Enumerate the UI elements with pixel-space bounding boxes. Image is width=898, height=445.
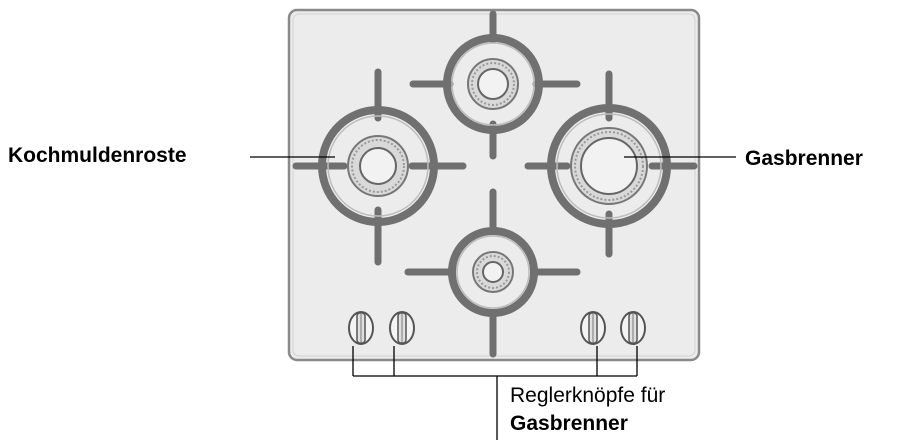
label-knobs-line1: Reglerknöpfe für: [510, 384, 666, 407]
label-gas-burner: Gasbrenner: [745, 147, 863, 170]
control-knob-1: [348, 311, 374, 345]
burner-top: [409, 10, 581, 160]
hob-panel: [287, 8, 701, 362]
knob-bracket: [352, 346, 638, 440]
label-hob-grates: Kochmuldenroste: [8, 144, 187, 167]
label-knobs-line2: Gasbrenner: [510, 412, 628, 435]
control-knob-2: [389, 311, 415, 345]
burner-bottom: [404, 188, 581, 358]
burner-left: [292, 68, 467, 266]
control-knob-4: [620, 311, 646, 345]
burner-right: [524, 70, 698, 258]
control-knob-3: [580, 311, 606, 345]
